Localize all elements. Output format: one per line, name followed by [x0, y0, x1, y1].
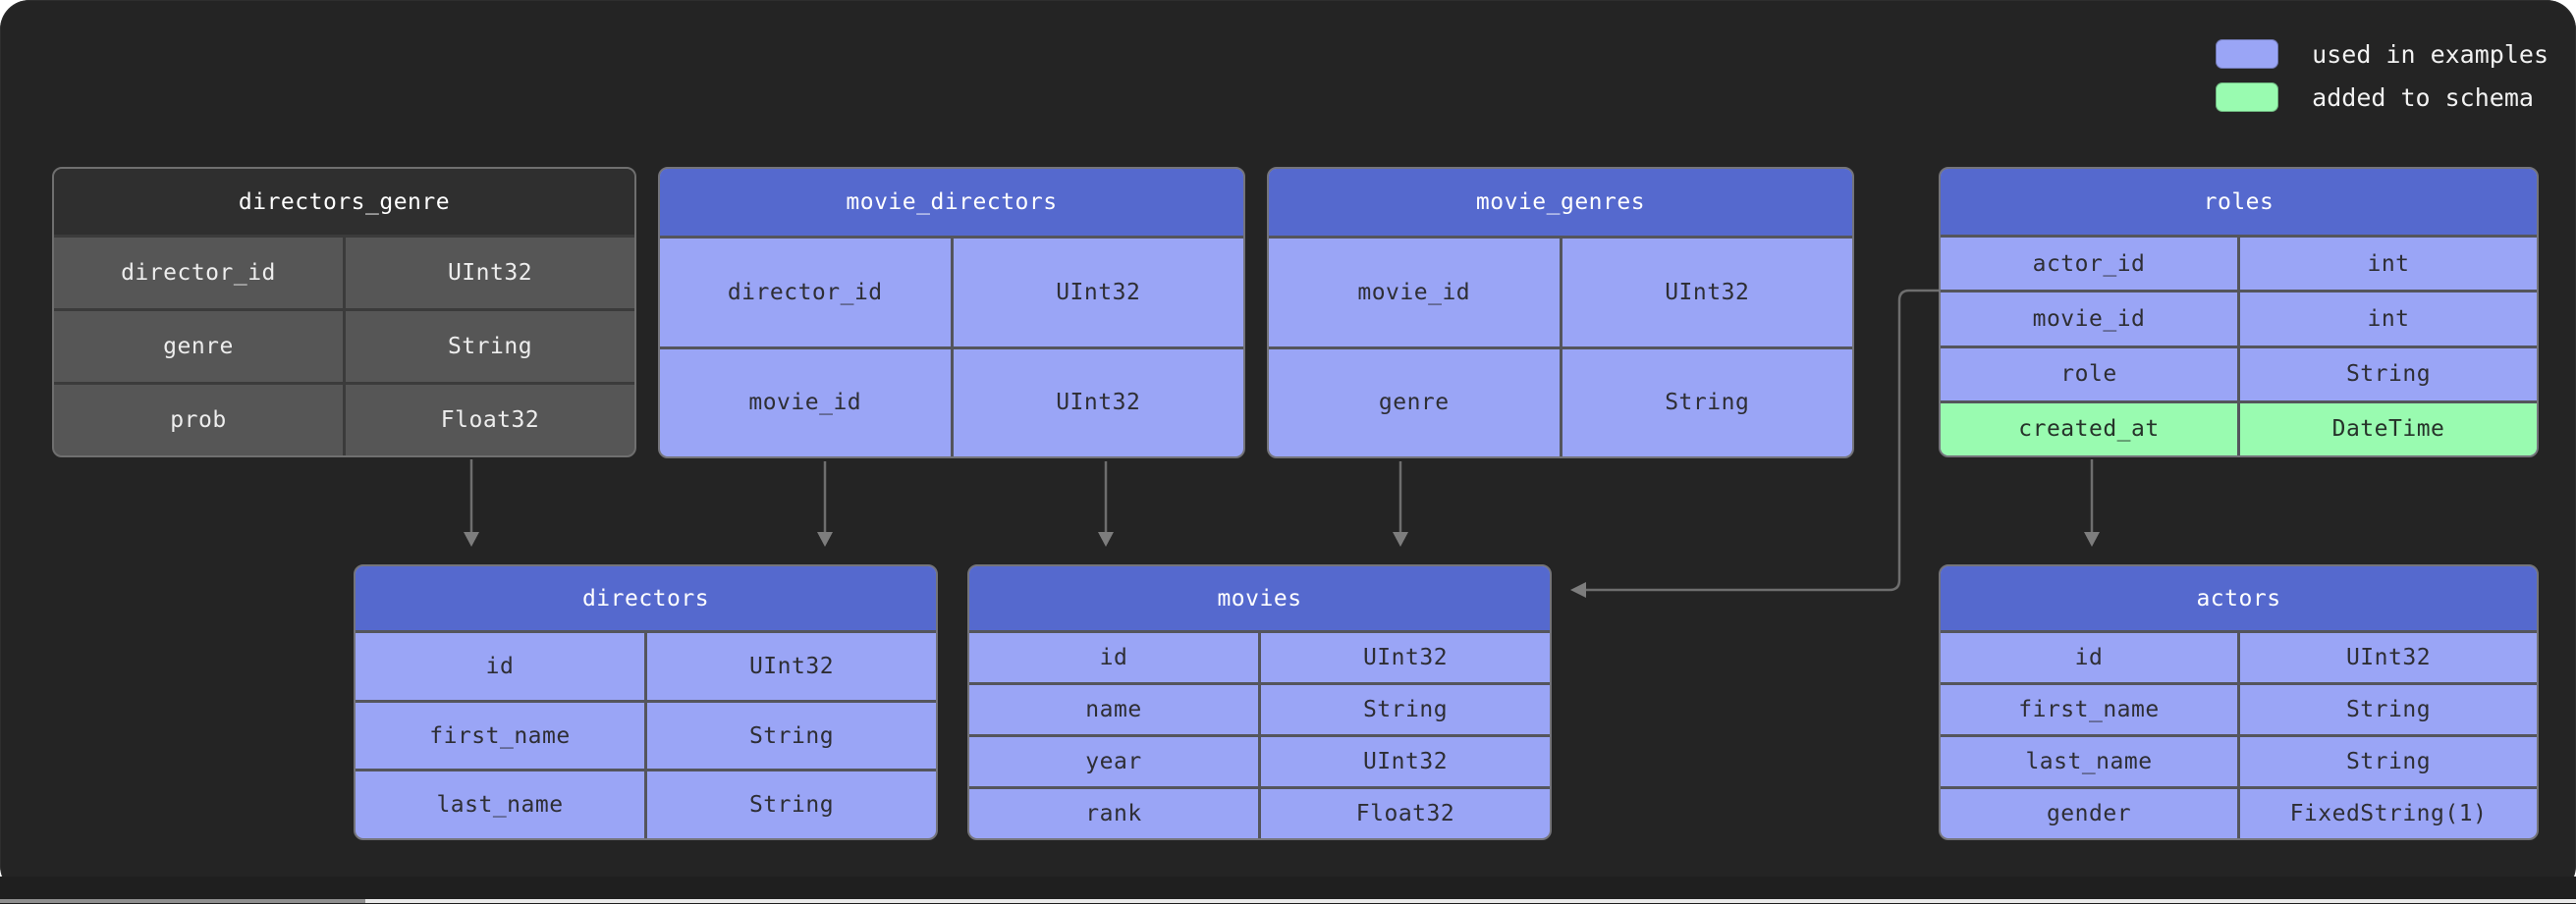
table-title-movie_directors: movie_directors: [660, 169, 1243, 236]
column-name-cell: movie_id: [1357, 279, 1471, 305]
column-name-cell: year: [1085, 749, 1142, 774]
column-type-cell: DateTime: [2237, 402, 2537, 455]
legend: used in examples added to schema: [2216, 39, 2549, 112]
table-row-last_name: last_name String: [356, 769, 936, 838]
column-name-cell: id: [2074, 645, 2104, 670]
column-name-cell: gender: [2046, 801, 2132, 826]
column-type-cell: String: [2237, 685, 2537, 734]
table-row-movie_id: movie_id UInt32: [660, 346, 1244, 456]
column-type-cell: String: [1559, 348, 1853, 456]
table-row-rank: rank Float32: [969, 786, 1550, 838]
added-to-schema-swatch-icon: [2216, 82, 2279, 112]
table-row-movie_id: movie_id UInt32: [1269, 236, 1852, 346]
column-name-cell: actor_id: [2032, 250, 2146, 277]
column-type-cell: UInt32: [1559, 239, 1853, 346]
bottom-edge-line-right: [365, 899, 2576, 903]
column-name-cell: first_name: [429, 722, 571, 749]
column-type-cell: String: [1258, 685, 1550, 734]
column-name-cell: prob: [170, 407, 227, 433]
table-row-genre: genre String: [1269, 346, 1853, 456]
legend-item-used-in-examples: used in examples: [2216, 39, 2549, 69]
legend-item-added-to-schema: added to schema: [2216, 82, 2549, 112]
table-row-actor_id: actor_id int: [1941, 235, 2537, 291]
column-type-cell: UInt32: [343, 238, 634, 308]
column-type-cell: String: [2237, 347, 2537, 400]
column-type-cell: UInt32: [2237, 633, 2537, 682]
table-row-role: role String: [1941, 345, 2537, 400]
table-row-prob: prob Float32: [54, 382, 634, 455]
column-name-cell: movie_id: [748, 390, 862, 416]
table-row-gender: gender FixedString(1): [1941, 786, 2537, 838]
table-title-movie_genres: movie_genres: [1269, 169, 1852, 236]
column-type-cell: UInt32: [950, 239, 1244, 346]
column-type-cell: UInt32: [1258, 633, 1550, 682]
used-in-examples-swatch-icon: [2216, 39, 2279, 69]
table-row-genre: genre String: [54, 308, 634, 382]
legend-label: added to schema: [2312, 82, 2534, 112]
column-name-cell: genre: [1378, 390, 1450, 416]
column-name-cell: created_at: [1941, 402, 2237, 455]
table-row-first_name: first_name String: [1941, 682, 2537, 734]
column-type-cell: UInt32: [1258, 737, 1550, 786]
column-name-cell: director_id: [727, 279, 883, 305]
table-title-roles: roles: [1941, 169, 2537, 235]
column-name-cell: last_name: [436, 792, 564, 819]
column-name-cell: rank: [1085, 801, 1142, 826]
table-title-directors_genre: directors_genre: [54, 169, 634, 235]
table-row-first_name: first_name String: [356, 699, 936, 770]
table-row-director_id: director_id UInt32: [660, 236, 1243, 346]
table-row-id: id UInt32: [356, 630, 936, 700]
table-title-actors: actors: [1941, 566, 2537, 630]
column-name-cell: first_name: [2018, 697, 2160, 722]
bottom-edge-line-left: [0, 899, 365, 903]
column-type-cell: int: [2237, 238, 2537, 291]
table-title-directors: directors: [356, 566, 936, 630]
table-row-year: year UInt32: [969, 734, 1550, 786]
column-type-cell: Float32: [1258, 789, 1550, 838]
table-directors_genre: directors_genre director_id UInt32 genre Str…: [52, 167, 636, 457]
column-name-cell: id: [1099, 645, 1128, 670]
column-name-cell: name: [1085, 697, 1142, 722]
column-name-cell: id: [485, 653, 515, 679]
column-name-cell: movie_id: [2032, 305, 2146, 332]
column-type-cell: String: [644, 702, 936, 770]
table-row-director_id: director_id UInt32: [54, 235, 634, 308]
column-name-cell: role: [2060, 361, 2117, 388]
column-name-cell: director_id: [121, 260, 276, 286]
column-type-cell: String: [2237, 737, 2537, 786]
column-type-cell: UInt32: [950, 348, 1244, 456]
column-type-cell: String: [343, 311, 634, 382]
column-type-cell: Float32: [343, 385, 634, 455]
table-row-movie_id: movie_id int: [1941, 290, 2537, 346]
column-name-cell: last_name: [2025, 749, 2153, 774]
table-row-id: id UInt32: [1941, 630, 2537, 682]
table-row-name: name String: [969, 682, 1550, 734]
table-title-movies: movies: [969, 566, 1550, 630]
column-type-cell: int: [2237, 292, 2537, 346]
table-row-last_name: last_name String: [1941, 734, 2537, 786]
column-type-cell: String: [644, 771, 936, 838]
column-name-cell: genre: [163, 334, 234, 359]
column-type-cell: FixedString(1): [2237, 789, 2537, 838]
table-row-id: id UInt32: [969, 630, 1550, 682]
table-movie_genres: movie_genres movie_id UInt32 genre String: [1267, 167, 1854, 458]
column-type-cell: UInt32: [644, 633, 936, 700]
legend-label: used in examples: [2312, 39, 2549, 69]
